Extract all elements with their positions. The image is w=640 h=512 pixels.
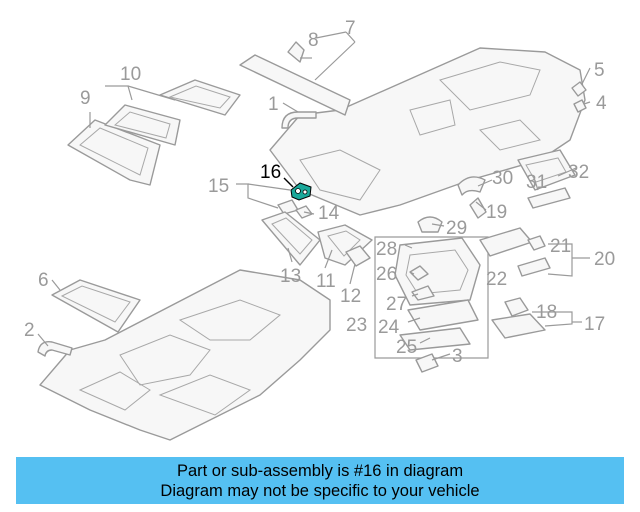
callout-25: 25 [396, 337, 417, 358]
clip-12 [345, 245, 371, 267]
lamp-17 [491, 313, 546, 339]
callout-29: 29 [446, 218, 467, 239]
callout-21: 21 [550, 236, 571, 257]
callout-17: 17 [584, 314, 605, 335]
lamp-29 [417, 216, 443, 233]
callout-11: 11 [316, 271, 336, 292]
sunroof-panel-6 [51, 279, 141, 333]
panel-10b [159, 79, 241, 116]
lamp-30 [457, 176, 486, 196]
grab-handle-1 [281, 111, 317, 129]
panel-10a [104, 104, 181, 146]
banner-line-2: Diagram may not be specific to your vehi… [160, 482, 480, 500]
clip-8 [287, 41, 305, 63]
callout-12: 12 [340, 286, 361, 307]
callout-3: 3 [452, 346, 463, 367]
leader-lines [37, 31, 591, 361]
lamp-21 [479, 227, 533, 257]
callout-27: 27 [386, 294, 407, 315]
part-22 [517, 257, 551, 277]
bracket-15 [277, 199, 299, 215]
callout-26: 26 [376, 264, 397, 285]
callout-2: 2 [24, 320, 35, 341]
info-banner: Part or sub-assembly is #16 in diagram D… [16, 457, 624, 504]
headliner-lower [39, 269, 331, 441]
headliner-upper [269, 47, 586, 216]
callout-24: 24 [378, 317, 400, 338]
callout-19: 19 [486, 202, 507, 223]
callout-5: 5 [594, 60, 605, 81]
callout-20: 20 [594, 249, 615, 270]
callout-28: 28 [376, 239, 397, 260]
callout-22: 22 [486, 269, 507, 290]
trim-strip-7 [239, 54, 351, 116]
callout-15: 15 [208, 176, 229, 197]
bolt-19 [469, 197, 487, 219]
callout-7: 7 [345, 18, 356, 39]
callout-14: 14 [318, 203, 340, 224]
lamp-31 [527, 187, 571, 209]
group-box-23 [374, 236, 489, 359]
clip-5 [571, 81, 587, 97]
callout-16: 16 [260, 162, 281, 183]
callout-30: 30 [492, 168, 513, 189]
parts-diagram: 1 2 3 4 5 6 7 8 9 10 11 12 13 14 15 16 1… [24, 18, 615, 441]
panel-9 [67, 119, 161, 186]
clip-4 [573, 99, 587, 113]
part-18 [504, 297, 529, 317]
grab-handle-2 [37, 341, 73, 357]
callout-23: 23 [346, 315, 367, 336]
banner-line-1: Part or sub-assembly is #16 in diagram [176, 462, 464, 480]
clip-21b [527, 235, 546, 251]
callout-4: 4 [596, 93, 607, 114]
callout-labels: 1 2 3 4 5 6 7 8 9 10 11 12 13 14 15 16 1… [24, 18, 615, 367]
callout-1: 1 [268, 94, 279, 115]
callout-6: 6 [38, 270, 49, 291]
callout-31: 31 [526, 172, 547, 193]
callout-13: 13 [280, 266, 301, 287]
callout-10: 10 [120, 64, 141, 85]
part-16-highlighted [290, 182, 312, 201]
callout-32: 32 [568, 162, 589, 183]
callout-9: 9 [80, 88, 91, 109]
callout-8: 8 [308, 30, 319, 51]
part-3 [415, 353, 439, 373]
callout-18: 18 [536, 302, 557, 323]
